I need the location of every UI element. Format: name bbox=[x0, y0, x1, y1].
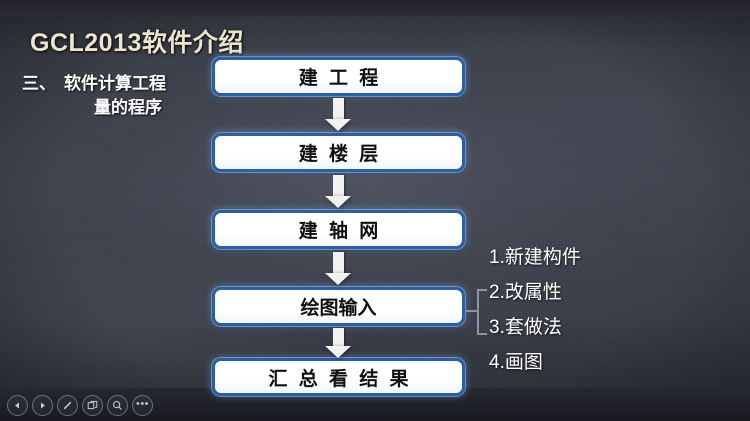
list-item: 4.画图 bbox=[489, 352, 543, 373]
flow-box-label: 建 轴 网 bbox=[298, 221, 382, 242]
flow-box-create-project[interactable]: 建 工 程 bbox=[212, 57, 465, 96]
steps-list: 1.新建构件 2.改属性 3.套做法 4.画图 bbox=[489, 248, 669, 388]
slide-subtitle: 三、软件计算工程 量的程序 bbox=[22, 72, 212, 120]
subtitle-number: 三、 bbox=[22, 74, 56, 93]
pen-icon[interactable] bbox=[57, 395, 78, 416]
flow-box-create-axis-grid[interactable]: 建 轴 网 bbox=[212, 210, 465, 249]
flow-box-label: 汇 总 看 结 果 bbox=[268, 368, 412, 390]
screenshot-icon[interactable] bbox=[82, 395, 103, 416]
flow-box-summary-results[interactable]: 汇 总 看 结 果 bbox=[212, 358, 465, 396]
list-item: 2.改属性 bbox=[489, 282, 562, 303]
flow-box-label: 建 楼 层 bbox=[298, 144, 382, 165]
subtitle-line-2: 量的程序 bbox=[94, 98, 162, 118]
flow-box-label: 绘图输入 bbox=[300, 298, 377, 319]
more-icon[interactable]: ••• bbox=[132, 395, 153, 416]
list-item: 3.套做法 bbox=[489, 317, 562, 338]
flow-box-create-floor[interactable]: 建 楼 层 bbox=[212, 133, 465, 172]
slide-title: GCL2013软件介绍 bbox=[30, 29, 244, 57]
player-toolbar: ••• bbox=[7, 395, 153, 416]
subtitle-line-1: 软件计算工程 bbox=[64, 74, 166, 93]
flow-box-label: 建 工 程 bbox=[298, 68, 382, 89]
play-icon[interactable] bbox=[32, 395, 53, 416]
zoom-icon[interactable] bbox=[107, 395, 128, 416]
previous-icon[interactable] bbox=[7, 395, 28, 416]
list-item: 1.新建构件 bbox=[489, 247, 581, 268]
flow-box-draw-input[interactable]: 绘图输入 bbox=[212, 287, 465, 326]
